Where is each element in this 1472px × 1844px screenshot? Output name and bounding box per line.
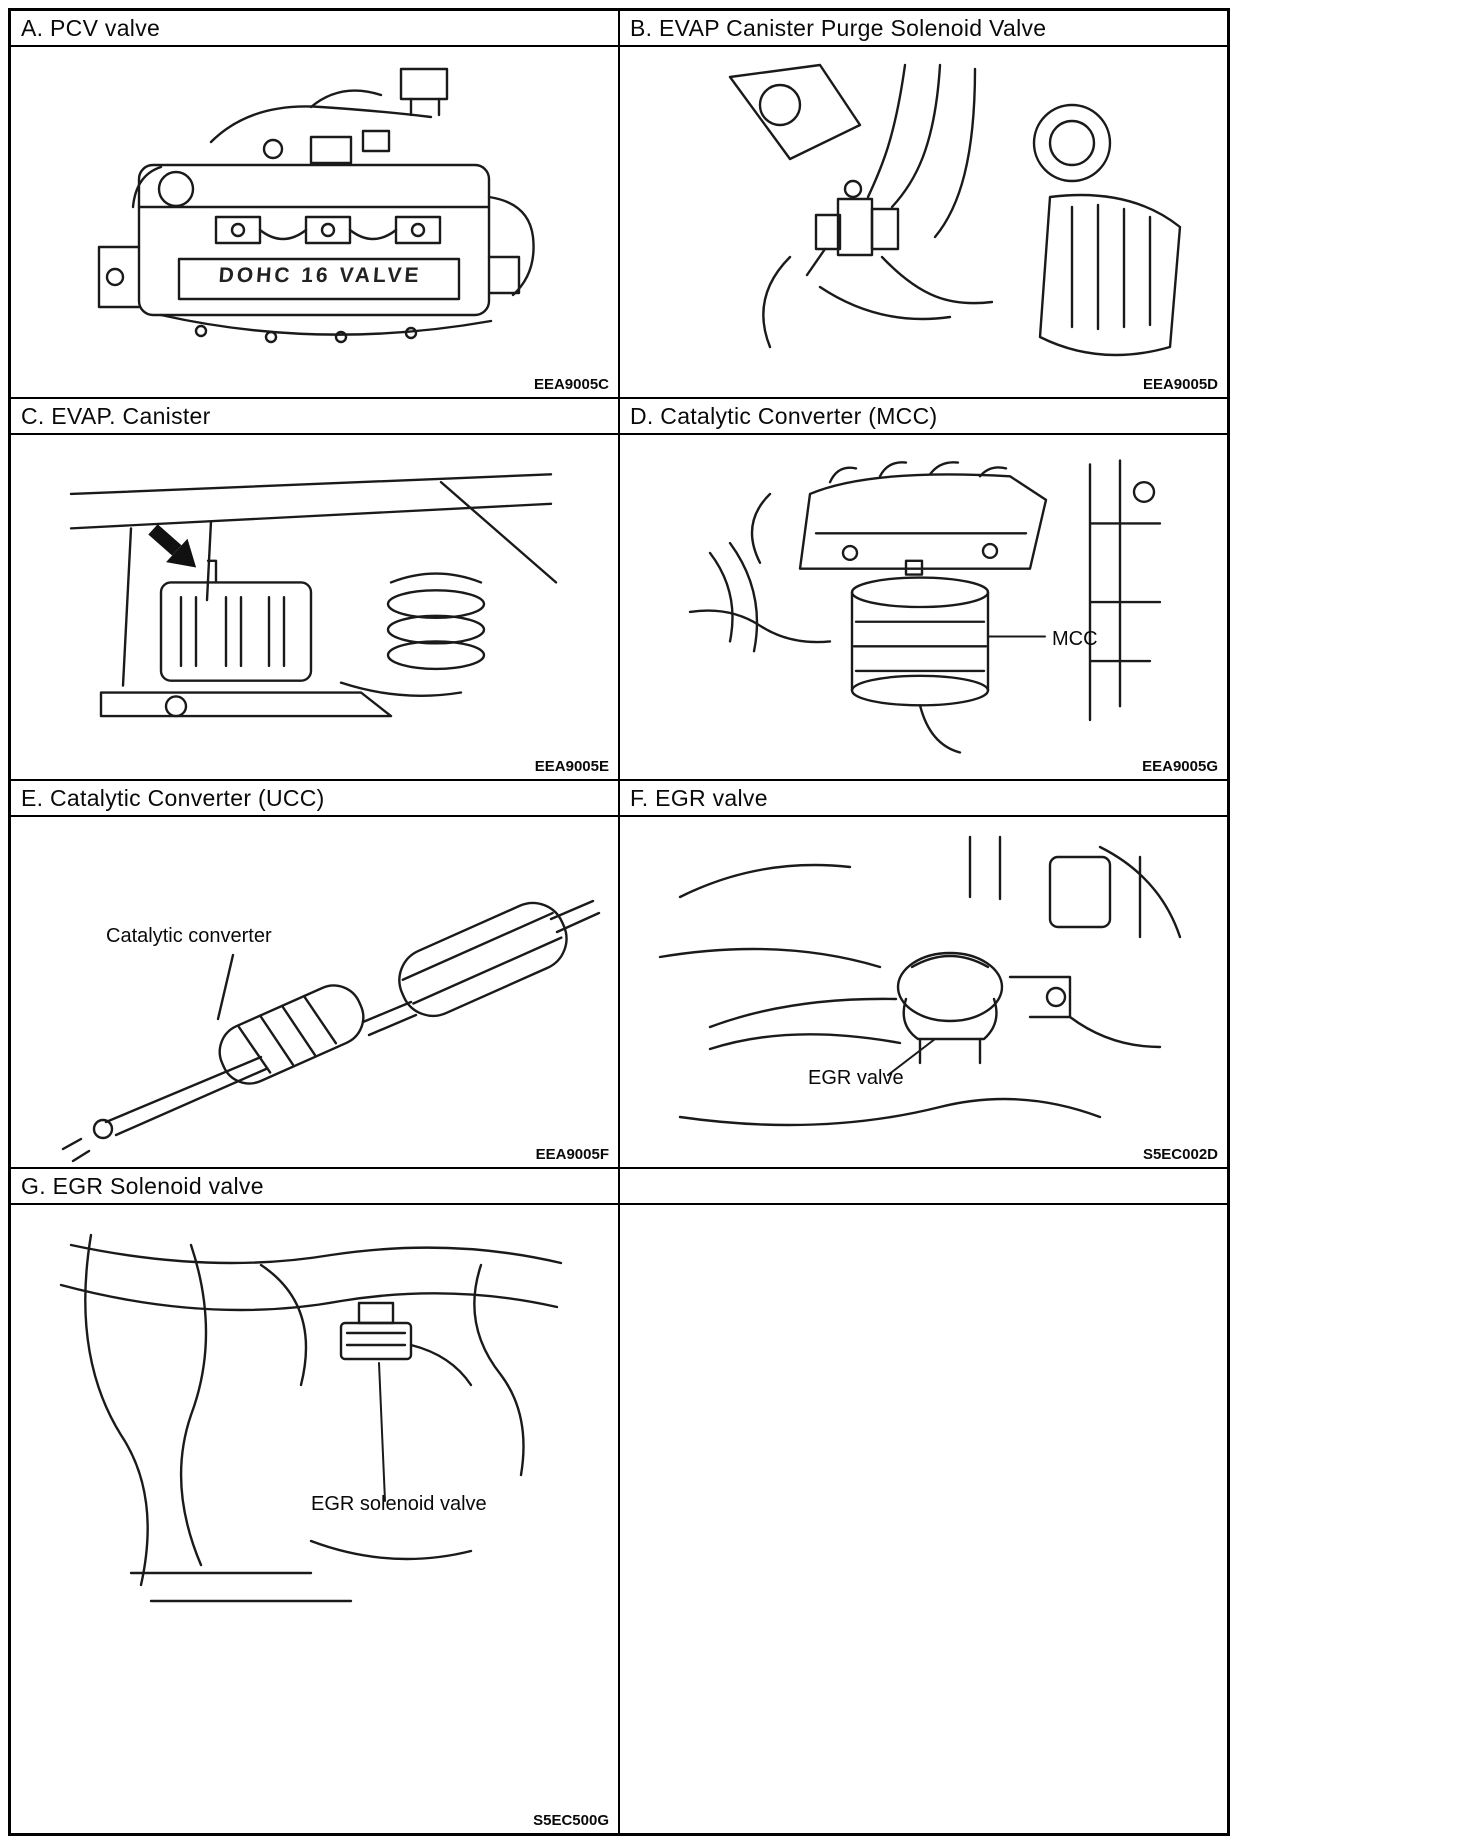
mcc-label: MCC	[1052, 628, 1098, 650]
empty-cell	[620, 1169, 1227, 1833]
empty-cell-body	[620, 1205, 1227, 1833]
empty-cell-header	[620, 1169, 1227, 1205]
egr-solenoid-drawing	[59, 1233, 563, 1603]
catalytic-converter-label: Catalytic converter	[106, 925, 272, 947]
figure-code: EEA9005C	[533, 376, 609, 393]
panel-evap-purge-solenoid: B. EVAP Canister Purge Solenoid Valve	[620, 11, 1227, 397]
panel-figure: EEA9005D	[620, 47, 1227, 397]
panel-title: A. PCV valve	[11, 11, 618, 47]
pcv-valve-drawing	[97, 67, 535, 344]
panel-figure: EGR valve S5EC002D	[620, 817, 1227, 1167]
figure-code: S5EC002D	[1142, 1146, 1218, 1163]
figure-code: EEA9005G	[1142, 758, 1218, 775]
panel-title: B. EVAP Canister Purge Solenoid Valve	[620, 11, 1227, 47]
egr-valve-label: EGR valve	[808, 1067, 904, 1089]
panel-figure: EEA9005E	[11, 435, 618, 779]
panel-egr-solenoid-valve: G. EGR Solenoid valve	[11, 1169, 618, 1833]
panel-figure: Catalytic converter EEA9005F	[11, 817, 618, 1167]
pointer-arrow-icon	[148, 524, 197, 568]
mcc-converter-drawing	[688, 459, 1162, 754]
panel-catalytic-converter-mcc: D. Catalytic Converter (MCC)	[620, 399, 1227, 779]
panel-catalytic-converter-ucc: E. Catalytic Converter (UCC)	[11, 781, 618, 1167]
panel-figure: EGR solenoid valve S5EC500G	[11, 1205, 618, 1833]
figure-code: S5EC500G	[533, 1812, 609, 1829]
panel-pcv-valve: A. PCV valve	[11, 11, 618, 397]
figure-code: EEA9005F	[535, 1146, 609, 1163]
panel-title: D. Catalytic Converter (MCC)	[620, 399, 1227, 435]
panel-title: E. Catalytic Converter (UCC)	[11, 781, 618, 817]
figure-code: EEA9005D	[1142, 376, 1218, 393]
purge-solenoid-drawing	[728, 63, 1182, 357]
evap-canister-drawing	[69, 473, 558, 718]
panel-figure: MCC EEA9005G	[620, 435, 1227, 779]
panel-title: C. EVAP. Canister	[11, 399, 618, 435]
valve-cover-text: DOHC 16 VALVE	[217, 264, 423, 287]
panel-title: G. EGR Solenoid valve	[11, 1169, 618, 1205]
figure-code: EEA9005E	[534, 758, 609, 775]
panel-figure: DOHC 16 VALVE EEA9005C	[11, 47, 618, 397]
component-location-grid: A. PCV valve	[8, 8, 1230, 1836]
egr-valve-drawing	[658, 835, 1182, 1127]
panel-title: F. EGR valve	[620, 781, 1227, 817]
panel-egr-valve: F. EGR valve	[620, 781, 1227, 1167]
egr-solenoid-valve-label: EGR solenoid valve	[311, 1493, 487, 1515]
ucc-converter-drawing	[61, 899, 601, 1163]
panel-evap-canister: C. EVAP. Canister	[11, 399, 618, 779]
